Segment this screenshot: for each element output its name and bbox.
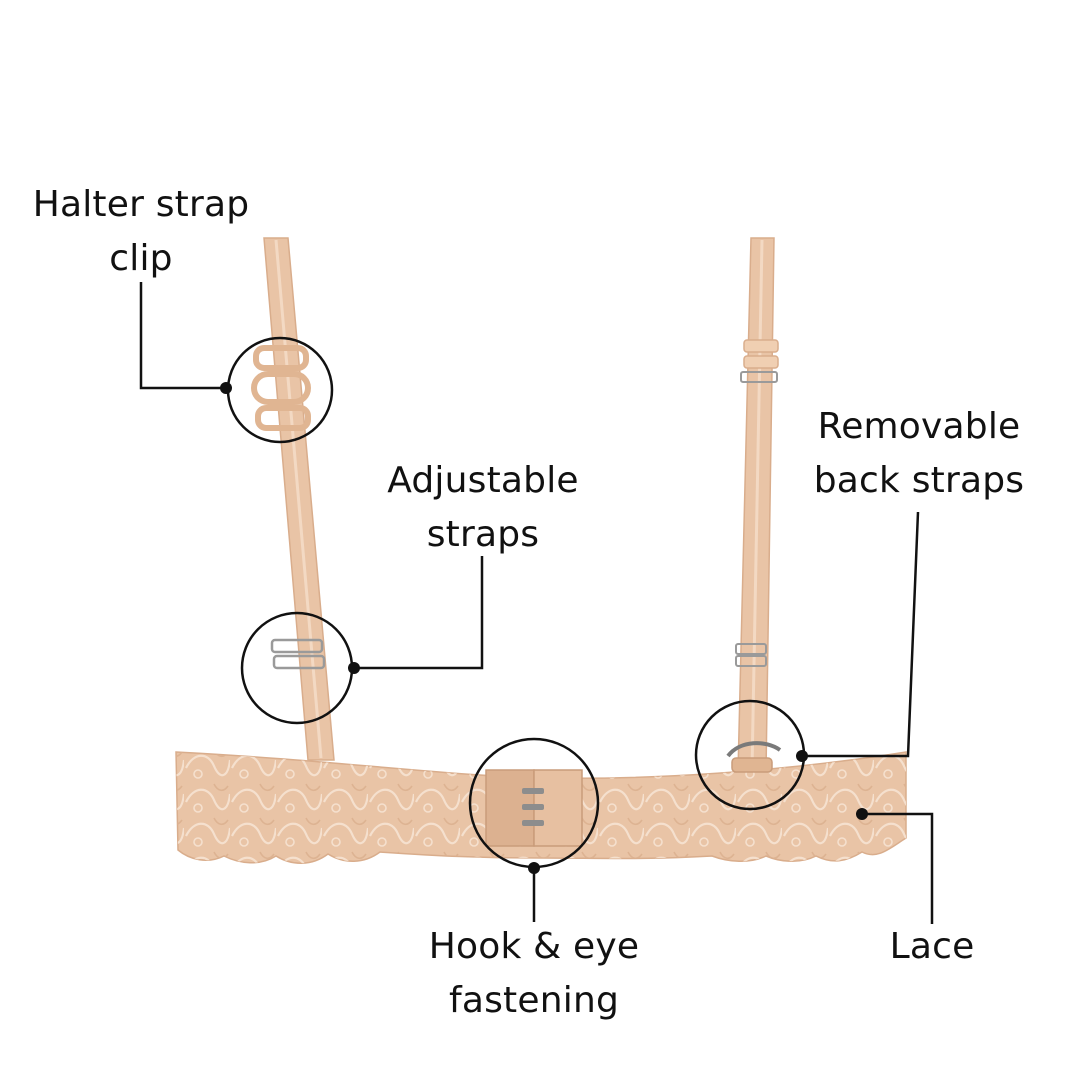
right-strap — [735, 237, 779, 773]
leader-dots — [220, 382, 868, 874]
label-adjustable-straps: Adjustable straps — [370, 454, 596, 562]
back-strap-hook — [726, 741, 782, 773]
halter-clip-hardware — [251, 345, 311, 431]
left-strap — [263, 237, 335, 761]
label-removable-back-straps: Removable back straps — [804, 400, 1034, 508]
label-line: Lace — [889, 926, 975, 967]
label-line: fastening — [448, 980, 620, 1021]
label-line: clip — [109, 238, 173, 279]
label-line: back straps — [813, 460, 1025, 501]
label-hook-eye-fastening: Hook & eye fastening — [410, 920, 658, 1028]
label-line: straps — [426, 514, 540, 555]
label-line: Hook & eye — [428, 926, 640, 967]
label-line: Adjustable — [387, 460, 579, 501]
label-halter-strap-clip: Halter strap clip — [20, 178, 262, 286]
hook-eye-panel — [485, 769, 583, 847]
leader-lines — [139, 282, 934, 924]
label-line: Halter strap — [32, 184, 250, 225]
label-lace: Lace — [872, 920, 992, 974]
strap-adjuster-slider — [270, 638, 326, 670]
label-line: Removable — [817, 406, 1021, 447]
